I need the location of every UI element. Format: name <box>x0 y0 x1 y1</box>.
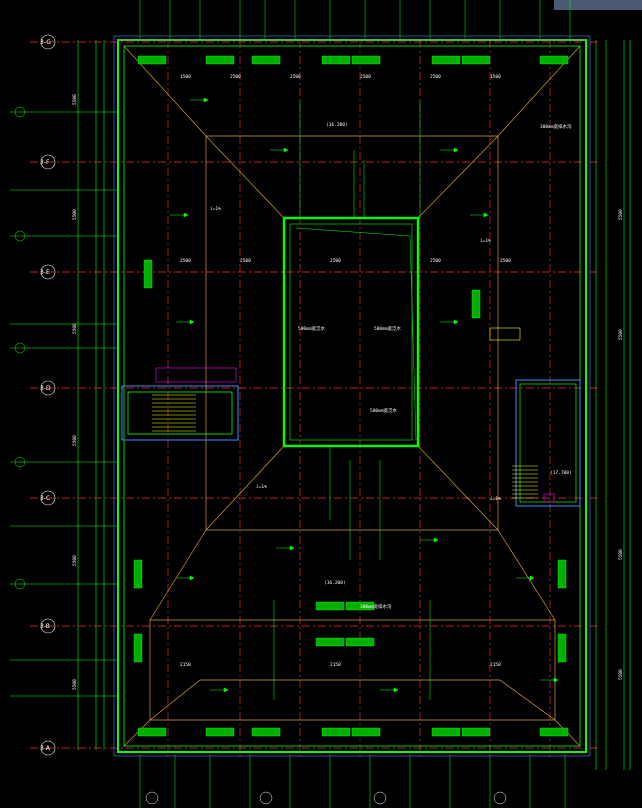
grid-label-3-a: 3-A <box>40 745 51 752</box>
gutter-note-mid: 300mm宽排水沟 <box>360 603 392 610</box>
slope-note-c: i=1% <box>256 484 267 490</box>
center-note-c: 500mm宽泛水 <box>370 407 398 414</box>
outer-walls <box>113 35 591 757</box>
mid-elevation-note: (16.200) <box>324 580 346 586</box>
svg-text:2500: 2500 <box>230 74 241 80</box>
stair-elevation-note: (17.700) <box>550 470 572 476</box>
left-stair-core <box>121 367 239 441</box>
gutter-note-right: 300mm宽排水沟 <box>540 123 572 130</box>
svg-text:2500: 2500 <box>500 258 511 264</box>
center-note-b: 500mm宽泛水 <box>374 325 402 332</box>
right-dim-3: 5500 <box>618 549 624 560</box>
slope-note-a: i=1% <box>210 206 221 212</box>
left-dim-2: 5500 <box>72 209 78 220</box>
bottom-detail-bubbles <box>145 791 507 805</box>
title-tab <box>554 0 642 10</box>
left-dim-6: 5500 <box>72 679 78 690</box>
svg-text:2500: 2500 <box>430 74 441 80</box>
top-dimension-ticks <box>139 0 571 40</box>
grid-row-bubbles <box>40 34 56 756</box>
svg-text:2500: 2500 <box>240 258 251 264</box>
svg-text:2150: 2150 <box>330 662 341 668</box>
left-annotation-tags <box>10 106 118 697</box>
svg-text:2150: 2150 <box>180 662 191 668</box>
misc-labels: 1500 2500 2500 2500 2500 1500 2500 2500 2500 2… <box>180 74 511 668</box>
left-dim-3: 5500 <box>72 323 78 334</box>
gutter-bars <box>133 55 569 737</box>
left-dim-4: 5500 <box>72 435 78 446</box>
leader-lines <box>273 100 431 700</box>
svg-text:1500: 1500 <box>180 74 191 80</box>
grid-label-3-c: 3-C <box>40 495 50 502</box>
left-dimension-lines <box>77 40 631 770</box>
svg-text:2500: 2500 <box>180 258 191 264</box>
right-dim-2: 5500 <box>618 329 624 340</box>
right-stair-core <box>489 327 581 507</box>
top-elevation-note: (16.200) <box>326 122 348 128</box>
svg-text:2500: 2500 <box>430 258 441 264</box>
grid-label-3-g: 3-G <box>40 39 51 46</box>
svg-text:2150: 2150 <box>490 662 501 668</box>
drain-arrows <box>170 97 559 693</box>
right-dim-1: 5500 <box>618 209 624 220</box>
center-note-a: 500mm宽泛水 <box>298 325 326 332</box>
left-dim-1: 5500 <box>72 94 78 105</box>
svg-text:1500: 1500 <box>490 74 501 80</box>
grid-axes-vertical <box>167 40 551 760</box>
svg-text:2500: 2500 <box>290 74 301 80</box>
left-dim-5: 5500 <box>72 555 78 566</box>
slope-note-d: i=1% <box>490 496 501 502</box>
grid-label-3-e: 3-E <box>40 269 50 276</box>
svg-text:2500: 2500 <box>330 258 341 264</box>
central-raised-roof <box>282 216 420 448</box>
bottom-dimension-ticks <box>139 755 566 808</box>
grid-label-3-f: 3-F <box>40 159 50 166</box>
right-dim-4: 5500 <box>618 669 624 680</box>
svg-text:2500: 2500 <box>360 74 371 80</box>
grid-label-3-b: 3-B <box>40 623 50 630</box>
grid-label-3-d: 3-D <box>40 385 51 392</box>
grid-axes-horizontal <box>30 41 600 749</box>
slope-note-b: i=1% <box>480 238 491 244</box>
